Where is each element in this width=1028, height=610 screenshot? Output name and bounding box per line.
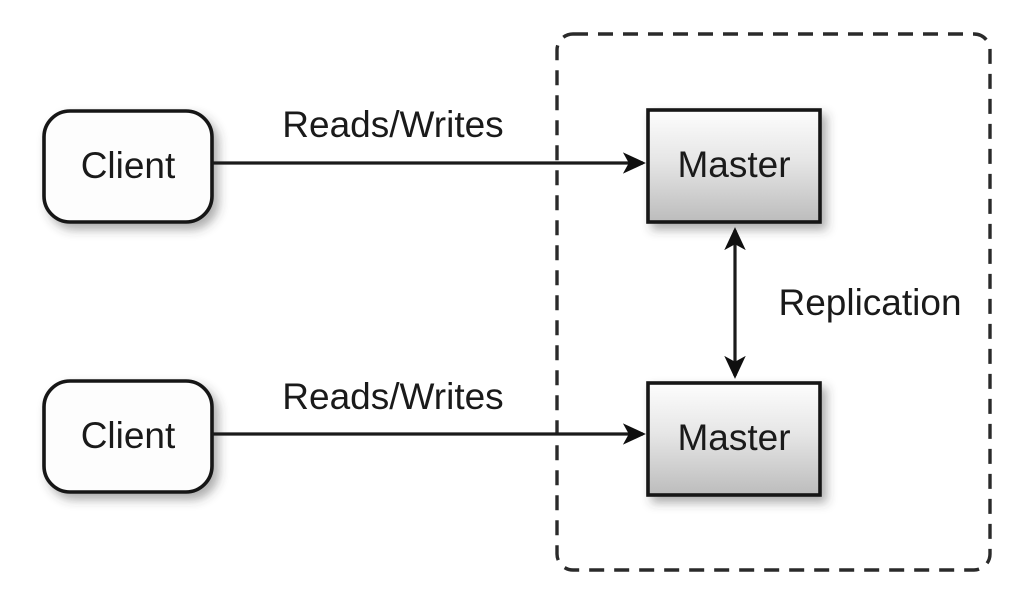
master-top-label: Master (677, 144, 790, 185)
edge-master-replication-label: Replication (778, 282, 961, 323)
master-bottom-label: Master (677, 417, 790, 458)
master-bottom-shape (646, 381, 822, 497)
edge-client-bottom-master-bottom-label: Reads/Writes (282, 376, 503, 417)
master-bottom-node[interactable]: Master (646, 381, 822, 497)
client-bottom-label: Client (81, 415, 176, 456)
client-top-shape (42, 109, 214, 224)
replication-cluster-boundary (555, 32, 992, 572)
master-top-shape (646, 108, 822, 224)
edge-client-top-master-top-label: Reads/Writes (282, 104, 503, 145)
client-top-label: Client (81, 145, 176, 186)
client-bottom-shape (42, 379, 214, 494)
client-top-node[interactable]: Client (42, 109, 214, 224)
master-top-node[interactable]: Master (646, 108, 822, 224)
client-bottom-node[interactable]: Client (42, 379, 214, 494)
